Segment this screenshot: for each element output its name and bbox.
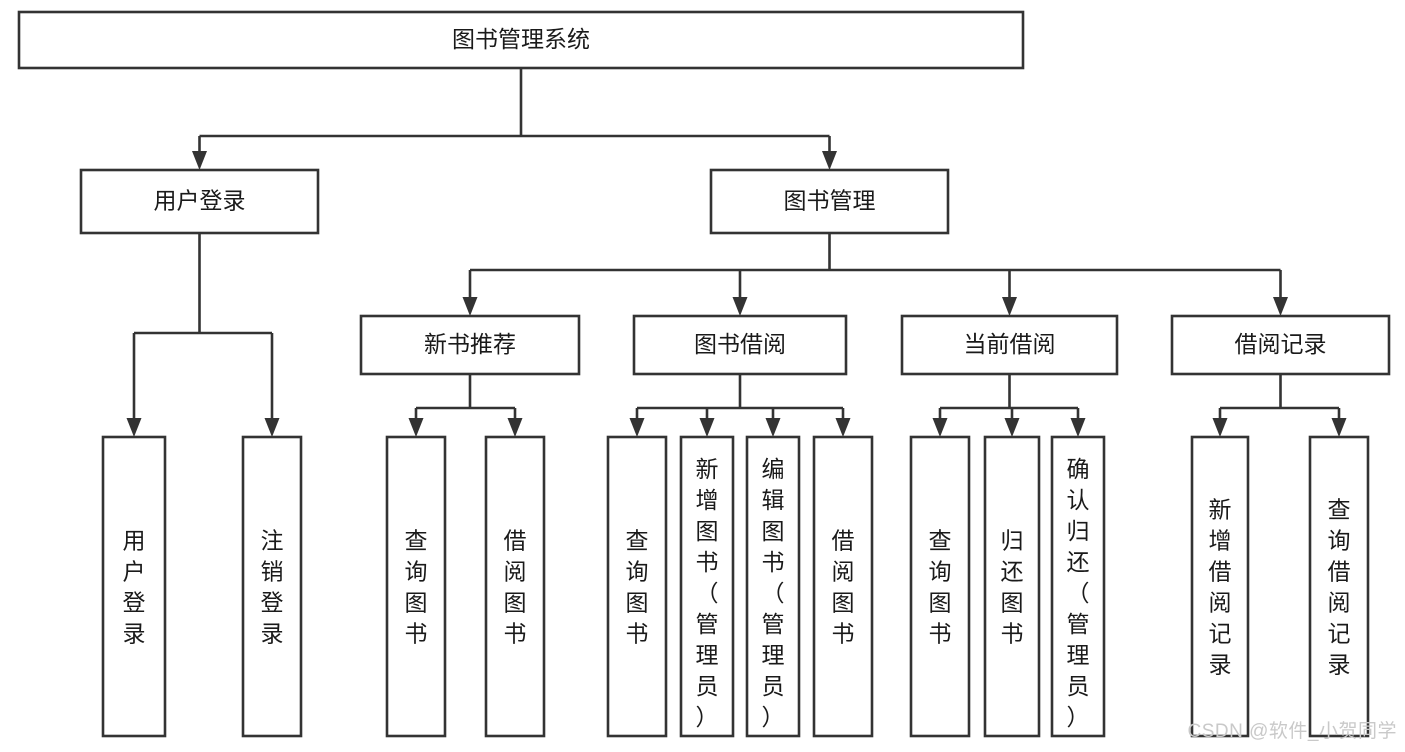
node-borrow-record[interactable]: 借阅记录: [1170, 314, 1391, 376]
node-borrow-record-label: 借阅记录: [1235, 331, 1327, 357]
node-root[interactable]: 图书管理系统: [17, 10, 1025, 70]
node-leaf-edit-book-label: 编辑图书（管理员）: [762, 456, 785, 730]
node-leaf-add-book-rect[interactable]: [679, 435, 735, 738]
node-leaf-return-book-rect[interactable]: [983, 435, 1041, 738]
node-leaf-query-book-1-rect[interactable]: [385, 435, 447, 738]
node-leaf-confirm-return-rect[interactable]: [1050, 435, 1106, 738]
arrow-to-book-borrow: [732, 297, 748, 316]
node-book-borrow-label: 图书借阅: [694, 331, 786, 357]
node-user-login[interactable]: 用户登录: [79, 168, 320, 235]
node-leaf-add-record[interactable]: 新增借阅记录: [1190, 435, 1250, 738]
node-leaf-user-login[interactable]: 用户登录: [101, 435, 167, 738]
node-leaf-query-record-rect[interactable]: [1308, 435, 1370, 738]
node-book-manage-rect[interactable]: [709, 168, 950, 235]
node-leaf-query-book-3-label: 查询图书: [929, 528, 952, 647]
node-leaf-add-record-rect[interactable]: [1190, 435, 1250, 738]
arrow-to-leaf-return-book: [1004, 418, 1020, 437]
arrow-to-current-borrow: [1002, 297, 1017, 316]
node-leaf-query-book-3-rect[interactable]: [909, 435, 971, 738]
arrow-to-leaf-user-logout: [264, 418, 280, 437]
arrow-to-leaf-query-book-2: [629, 418, 645, 437]
node-leaf-borrow-book-2[interactable]: 借阅图书: [812, 435, 874, 738]
node-book-manage-label: 图书管理: [784, 188, 876, 214]
node-leaf-confirm-return[interactable]: 确认归还（管理员）: [1050, 435, 1106, 738]
node-leaf-borrow-book-1-rect[interactable]: [484, 435, 546, 738]
node-borrow-record-rect[interactable]: [1170, 314, 1391, 376]
node-leaf-query-record[interactable]: 查询借阅记录: [1308, 435, 1370, 738]
node-book-manage[interactable]: 图书管理: [709, 168, 950, 235]
arrow-to-new-book-rec: [462, 297, 478, 316]
arrow-to-leaf-borrow-book-2: [835, 418, 851, 437]
arrow-to-book-manage: [822, 151, 837, 170]
node-leaf-user-logout-rect[interactable]: [241, 435, 303, 738]
node-leaf-query-book-2-rect[interactable]: [606, 435, 668, 738]
node-leaf-add-record-label: 新增借阅记录: [1209, 497, 1232, 678]
node-current-borrow[interactable]: 当前借阅: [900, 314, 1119, 376]
arrow-to-leaf-query-book-1: [408, 418, 424, 437]
node-new-book-rec-label: 新书推荐: [424, 331, 516, 357]
node-leaf-confirm-return-label: 确认归还（管理员）: [1067, 456, 1090, 730]
node-leaf-edit-book-rect[interactable]: [745, 435, 801, 738]
node-leaf-user-login-rect[interactable]: [101, 435, 167, 738]
node-root-rect[interactable]: [17, 10, 1025, 70]
node-leaf-return-book-label: 归还图书: [1001, 528, 1024, 647]
node-leaf-borrow-book-1-label: 借阅图书: [504, 528, 527, 647]
node-leaf-add-book-label: 新增图书（管理员）: [696, 456, 719, 730]
node-leaf-add-book[interactable]: 新增图书（管理员）: [679, 435, 735, 738]
node-leaf-edit-book[interactable]: 编辑图书（管理员）: [745, 435, 801, 738]
arrow-to-leaf-query-book-3: [932, 418, 948, 437]
node-leaf-query-book-3[interactable]: 查询图书: [909, 435, 971, 738]
arrow-to-leaf-edit-book: [765, 418, 781, 437]
node-current-borrow-label: 当前借阅: [964, 331, 1056, 357]
node-leaf-user-login-label: 用户登录: [123, 528, 146, 647]
node-leaf-borrow-book-2-rect[interactable]: [812, 435, 874, 738]
node-leaf-borrow-book-1[interactable]: 借阅图书: [484, 435, 546, 738]
arrow-to-leaf-add-record: [1212, 418, 1228, 437]
node-user-login-rect[interactable]: [79, 168, 320, 235]
node-leaf-query-record-label: 查询借阅记录: [1328, 497, 1351, 678]
arrow-to-leaf-confirm-return: [1070, 418, 1086, 437]
node-leaf-query-book-1-label: 查询图书: [405, 528, 428, 647]
node-leaf-return-book[interactable]: 归还图书: [983, 435, 1041, 738]
node-leaf-user-logout-label: 注销登录: [261, 528, 284, 647]
arrow-to-leaf-query-record: [1331, 418, 1347, 437]
node-new-book-rec[interactable]: 新书推荐: [359, 314, 581, 376]
node-book-borrow[interactable]: 图书借阅: [632, 314, 848, 376]
node-leaf-user-logout[interactable]: 注销登录: [241, 435, 303, 738]
node-root-label: 图书管理系统: [452, 26, 590, 52]
arrow-to-leaf-add-book: [699, 418, 715, 437]
node-leaf-query-book-2-label: 查询图书: [626, 528, 649, 647]
arrow-to-leaf-borrow-book-1: [507, 418, 523, 437]
arrow-to-user-login: [192, 151, 207, 170]
node-leaf-query-book-2[interactable]: 查询图书: [606, 435, 668, 738]
node-leaf-query-book-1[interactable]: 查询图书: [385, 435, 447, 738]
node-book-borrow-rect[interactable]: [632, 314, 848, 376]
node-user-login-label: 用户登录: [154, 188, 246, 214]
node-leaf-borrow-book-2-label: 借阅图书: [832, 528, 855, 647]
arrow-to-borrow-record: [1273, 297, 1288, 316]
arrow-to-leaf-user-login: [126, 418, 142, 437]
